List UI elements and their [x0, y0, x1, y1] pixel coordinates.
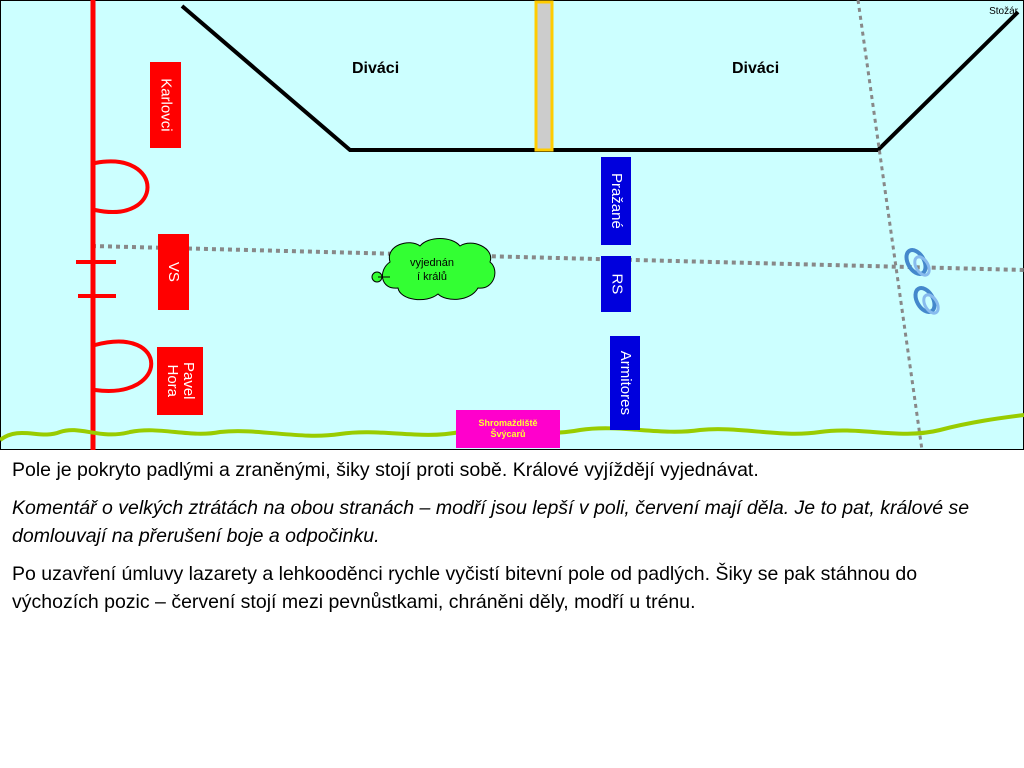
paragraph-3: Po uzavření úmluvy lazarety a lehkooděnc… [12, 563, 918, 613]
dotted-middle-line [91, 244, 1024, 272]
negotiation-label: vyjednán í králů [392, 257, 472, 285]
negotiation-label-line2: í králů [417, 270, 447, 283]
ring-icon-1 [904, 248, 931, 277]
paragraph-1: Pole je pokryto padlými a zraněnými, šik… [12, 459, 759, 481]
spectator-stand-outline [180, 4, 1020, 152]
red-bastion-upper [94, 159, 150, 214]
unit-rs: RS [601, 256, 631, 312]
dotted-right-line [856, 0, 924, 450]
unit-karlovci-label: Karlovci [157, 78, 175, 132]
red-bastion-lower [94, 339, 154, 393]
unit-prazane: Pražané [601, 157, 631, 245]
unit-pavel-hora-label: Pavel Hora [164, 362, 197, 400]
paragraph-2-commentary: Komentář o velkých ztrátách na obou stra… [12, 497, 970, 547]
description-text: Pole je pokryto padlými a zraněnými, šik… [12, 456, 1002, 626]
ring-icon-2 [913, 286, 940, 315]
negotiation-label-line1: vyjednán [409, 257, 455, 269]
unit-armitores: Armitores [610, 336, 640, 430]
unit-rs-label: RS [607, 273, 625, 295]
unit-prazane-label: Pražané [607, 173, 625, 229]
gathering-label-line2: Švýcarů [490, 429, 526, 439]
unit-karlovci: Karlovci [150, 62, 181, 148]
swiss-gathering-area: Shromaždiště Švýcarů [456, 410, 560, 448]
unit-vs: VS [158, 234, 189, 310]
spectators-label-right: Diváci [732, 60, 780, 77]
unit-armitores-label: Armitores [616, 350, 634, 416]
spectators-label-left: Diváci [352, 60, 400, 77]
unit-vs-label: VS [165, 261, 183, 283]
negotiation-cloud [382, 238, 496, 301]
unit-pavel-hora: Pavel Hora [157, 347, 203, 415]
gathering-label-line1: Shromaždiště [478, 417, 538, 428]
battlefield-diagram: Stožár Diváci Diváci vyjednán í králů Ka… [0, 0, 1024, 450]
pole-marker [534, 0, 554, 152]
pole-label: Stožár [989, 6, 1018, 17]
